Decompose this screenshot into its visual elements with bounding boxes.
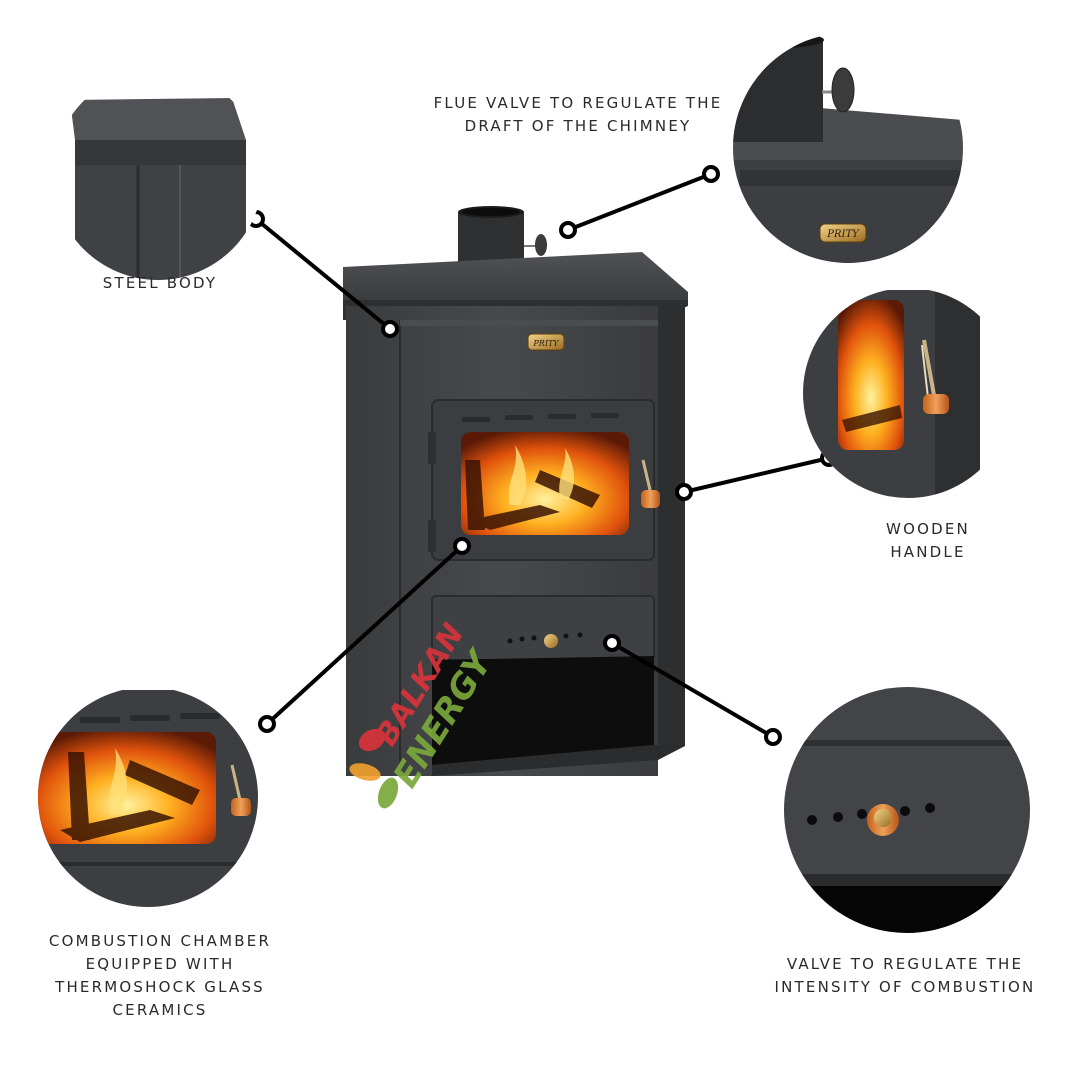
brand-plate [527,333,565,351]
air-valve-knob [544,634,558,648]
label-combustion-chamber: COMBUSTION CHAMBER EQUIPPED WITH THERMOS… [48,932,272,1019]
label-steel-body: STEEL BODY [102,274,218,292]
stove-top [343,252,688,300]
zoom-wooden-handle [803,288,1013,498]
zoom-brand-plate-text: PRITY [826,229,860,240]
leader-lines [254,172,830,739]
zoom-flue-valve: PRITY [733,33,963,263]
stove-main: PRITY [343,206,688,776]
zoom-combustion-chamber [38,687,258,907]
label-wooden-handle: WOODEN HANDLE [886,520,970,561]
brand-plate-text: PRITY [532,339,559,348]
zoom-steel-body [53,70,263,280]
door-handle [641,490,660,508]
flue-valve-knob [535,234,547,256]
label-combustion-valve: VALVE TO REGULATE THE INTENSITY OF COMBU… [774,955,1036,996]
label-flue-valve: FLUE VALVE TO REGULATE THE DRAFT OF THE … [433,94,723,135]
zoom-combustion-valve [784,687,1030,933]
